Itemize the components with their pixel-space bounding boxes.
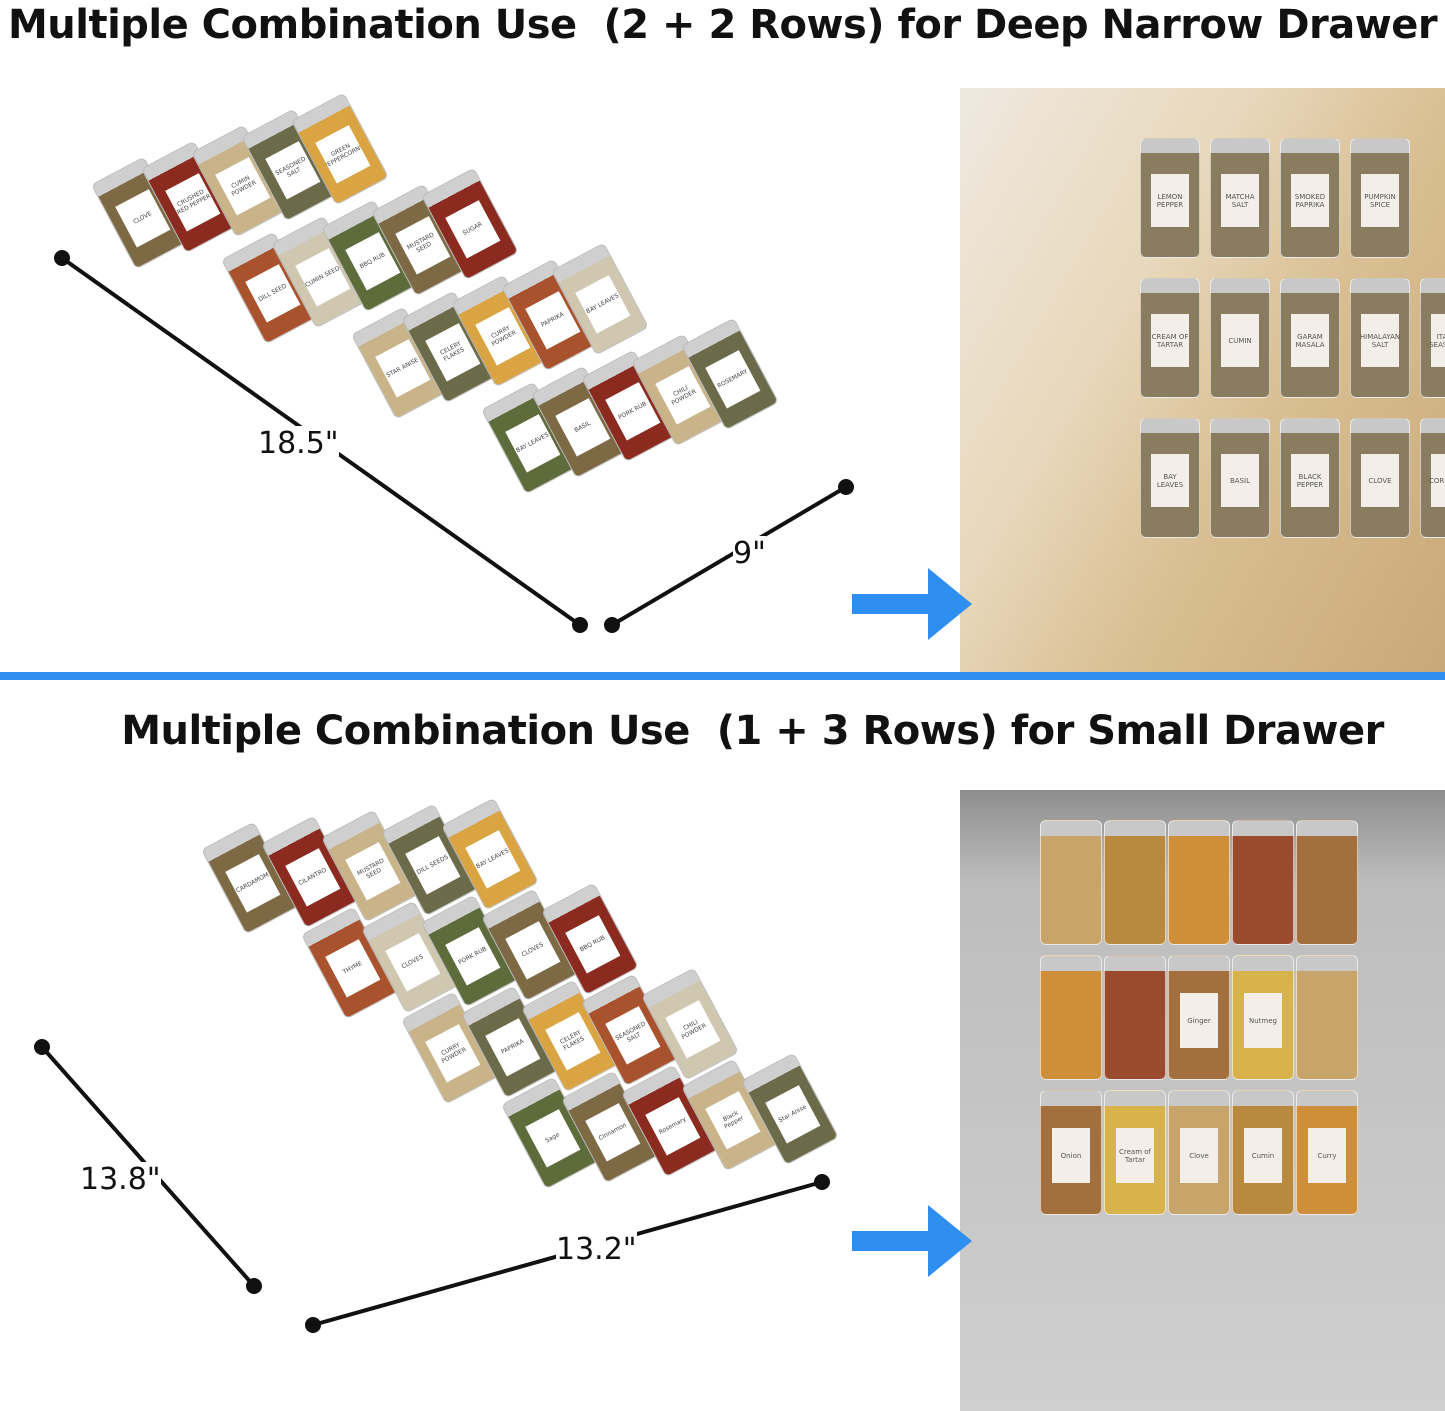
- photo-jar: CLOVE: [1350, 418, 1410, 538]
- dimension-length-label: 18.5": [258, 426, 339, 461]
- photo-jar: [1104, 820, 1166, 945]
- photo-jar: BASIL: [1210, 418, 1270, 538]
- photo-jar: Nutmeg: [1232, 955, 1294, 1080]
- section-divider: [0, 672, 1445, 680]
- arrow-right-icon: [852, 1205, 972, 1277]
- jar-label: Nutmeg: [1243, 992, 1283, 1049]
- jar-label: Clove: [1179, 1127, 1219, 1184]
- jar-label: LEMON PEPPER: [1151, 174, 1189, 228]
- photo-jar: Ginger: [1168, 955, 1230, 1080]
- photo-jar: GARAM MASALA: [1280, 278, 1340, 398]
- jar-label: HIMALAYAN SALT: [1360, 314, 1400, 368]
- photo-jar: CORIANDER: [1420, 418, 1445, 538]
- bottom-section-title: Multiple Combination Use (1 + 3 Rows) fo…: [121, 708, 1384, 754]
- photo-jar: BLACK PEPPER: [1280, 418, 1340, 538]
- dimension-width-label-bottom: 13.2": [556, 1232, 637, 1267]
- jar-label: MATCHA SALT: [1221, 174, 1259, 228]
- jar-label: BAY LEAVES: [1151, 454, 1189, 508]
- photo-jar: HIMALAYAN SALT: [1350, 278, 1410, 398]
- jar-label: CHILI POWDER: [665, 1000, 721, 1059]
- photo-jar: [1040, 820, 1102, 945]
- jar-label: SUGAR: [445, 200, 501, 259]
- photo-jar: [1296, 820, 1358, 945]
- arrow-right-icon: [852, 568, 972, 640]
- photo-jar: SMOKED PAPRIKA: [1280, 138, 1340, 258]
- photo-jar: Onion: [1040, 1090, 1102, 1215]
- jar-label: CORIANDER: [1429, 454, 1445, 508]
- jar-label: BASIL: [1221, 454, 1259, 508]
- photo-jar: PUMPKIN SPICE: [1350, 138, 1410, 258]
- jar-label: ROSEMARY: [705, 350, 761, 409]
- jar-label: SMOKED PAPRIKA: [1291, 174, 1329, 228]
- jar-label: BAY LEAVES: [575, 275, 631, 334]
- jar-label: BBQ RUB: [565, 915, 621, 974]
- dimension-depth-label: 13.8": [80, 1162, 161, 1197]
- photo-jar: [1104, 955, 1166, 1080]
- photo-jar: ITALIAN SEASONING: [1420, 278, 1445, 398]
- photo-jar: [1168, 820, 1230, 945]
- photo-jar: Cream of Tartar: [1104, 1090, 1166, 1215]
- photo-jar: [1040, 955, 1102, 1080]
- dimension-width-label: 9": [733, 536, 766, 571]
- photo-jar: CUMIN: [1210, 278, 1270, 398]
- photo-jar: Clove: [1168, 1090, 1230, 1215]
- photo-jar: [1232, 820, 1294, 945]
- jar-label: Star Anise: [765, 1085, 821, 1144]
- jar-label: Onion: [1051, 1127, 1091, 1184]
- jar-label: Cumin: [1243, 1127, 1283, 1184]
- photo-jar: LEMON PEPPER: [1140, 138, 1200, 258]
- top-section-title: Multiple Combination Use (2 + 2 Rows) fo…: [7, 2, 1438, 48]
- photo-jar: CREAM OF TARTAR: [1140, 278, 1200, 398]
- photo-jar: Cumin: [1232, 1090, 1294, 1215]
- jar-label: BLACK PEPPER: [1291, 454, 1329, 508]
- jar-label: BAY LEAVES: [465, 830, 521, 889]
- jar-label: CREAM OF TARTAR: [1151, 314, 1189, 368]
- jar-label: GARAM MASALA: [1291, 314, 1329, 368]
- jar-label: CUMIN: [1221, 314, 1259, 368]
- deep-drawer-photo: LEMON PEPPER MATCHA SALT SMOKED PAPRIKA PUM…: [960, 88, 1445, 672]
- photo-jar: [1296, 955, 1358, 1080]
- jar-label: ITALIAN SEASONING: [1429, 314, 1445, 368]
- jar-label: PUMPKIN SPICE: [1361, 174, 1399, 228]
- jar-label: GREEN PEPPERCORNS: [315, 125, 371, 184]
- jar-label: Curry: [1307, 1127, 1347, 1184]
- photo-jar: BAY LEAVES: [1140, 418, 1200, 538]
- photo-jar: MATCHA SALT: [1210, 138, 1270, 258]
- jar-label: CLOVE: [1361, 454, 1399, 508]
- jar-label: Cream of Tartar: [1115, 1127, 1155, 1184]
- jar-label: Ginger: [1179, 992, 1219, 1049]
- photo-jar: Curry: [1296, 1090, 1358, 1215]
